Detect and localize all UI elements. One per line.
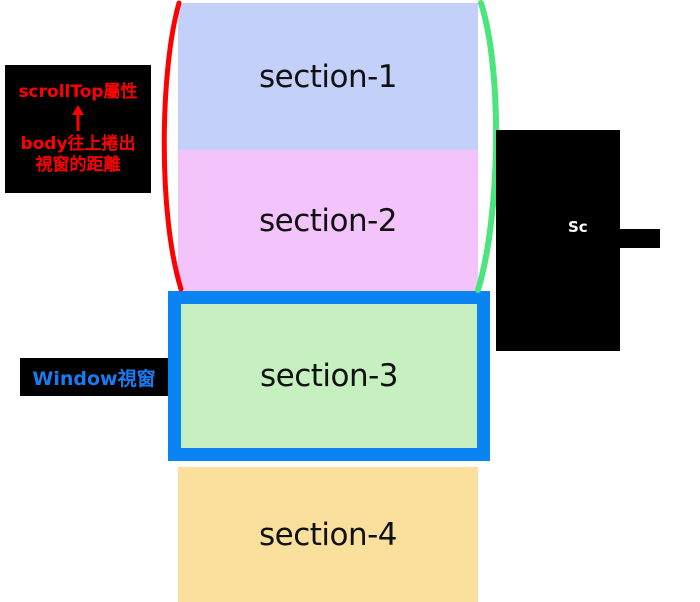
scrolltop-title: scrollTop屬性	[18, 81, 138, 102]
section-label-4: section-4	[258, 516, 398, 553]
green-brace-icon	[475, 0, 500, 293]
section-block-1: section-1	[178, 3, 478, 150]
section-label-3: section-3	[259, 358, 399, 394]
section-block-4: section-4	[178, 467, 478, 602]
scrolltop-desc-line1: body往上捲出	[20, 133, 136, 154]
up-arrow-icon	[72, 104, 84, 131]
section-label-2: section-2	[258, 202, 398, 239]
window-viewport-label: Window視窗	[32, 367, 156, 390]
window-viewport-frame: section-3	[168, 291, 490, 461]
section-label-1: section-1	[258, 58, 398, 95]
redaction-bar	[590, 229, 660, 248]
section-block-3: section-3	[181, 304, 477, 448]
scrollheight-label: Sc	[568, 218, 588, 236]
section-block-2: section-2	[178, 150, 478, 291]
window-viewport-annotation: Window視窗	[20, 358, 168, 396]
scrolltop-desc-line2: 視窗的距離	[35, 155, 121, 176]
scrolltop-annotation: scrollTop屬性 body往上捲出 視窗的距離	[5, 65, 151, 193]
